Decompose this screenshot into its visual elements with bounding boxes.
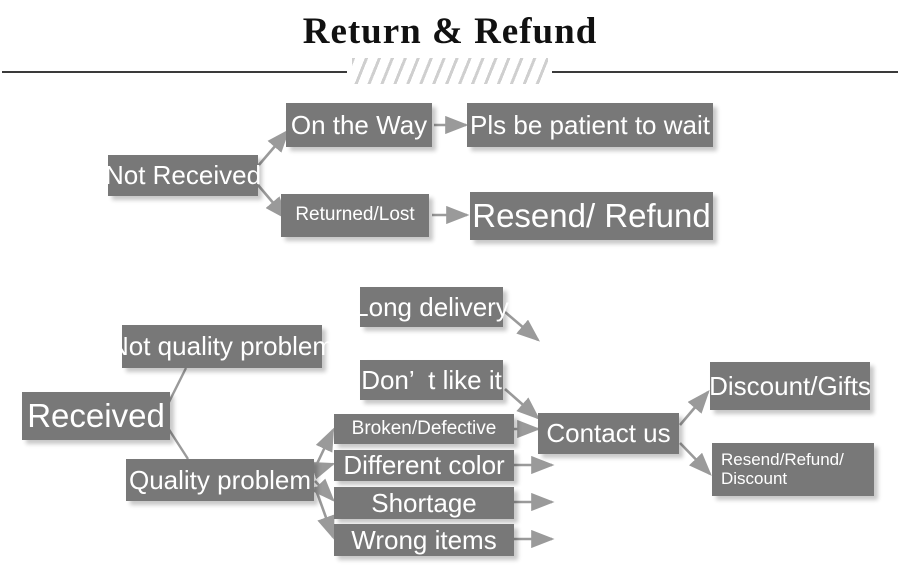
node-quality-problem[interactable]: Quality problem xyxy=(126,459,314,501)
edge-quality-broken-defective xyxy=(313,427,335,469)
node-wrong-items[interactable]: Wrong items xyxy=(334,524,514,556)
edge-not-received-on-the-way xyxy=(257,129,290,167)
edge-received-not-quality xyxy=(166,367,188,405)
edge-contact-us-discount-gifts xyxy=(679,390,710,426)
node-resend-refund-discount[interactable]: Resend/Refund/ Discount xyxy=(712,443,874,496)
node-long-delivery[interactable]: Long delivery xyxy=(354,287,509,327)
edge-contact-us-resend-refund-discount xyxy=(679,442,712,476)
divider-rule-left xyxy=(2,71,347,73)
node-dont-like-it[interactable]: Don’ t like it xyxy=(360,360,503,400)
node-on-the-way[interactable]: On the Way xyxy=(286,103,432,147)
node-not-received[interactable]: Not Received xyxy=(105,155,261,196)
node-received[interactable]: Received xyxy=(22,392,170,440)
edge-received-quality xyxy=(166,427,190,460)
node-discount-gifts[interactable]: Discount/Gifts xyxy=(709,362,871,410)
edge-quality-different-color xyxy=(310,461,336,480)
node-different-color[interactable]: Different color xyxy=(334,450,514,481)
node-contact-us[interactable]: Contact us xyxy=(538,413,679,454)
node-resend-refund[interactable]: Resend/ Refund xyxy=(470,192,713,240)
node-broken-defective[interactable]: Broken/Defective xyxy=(334,414,514,444)
page-title: Return & Refund xyxy=(302,11,598,52)
diagonal-hatch-divider-icon xyxy=(352,58,548,84)
node-pls-be-patient-to-wait[interactable]: Pls be patient to wait xyxy=(467,103,713,147)
edge-quality-wrong-items xyxy=(313,486,335,540)
divider-rule-right xyxy=(552,71,898,73)
node-returned-lost[interactable]: Returned/Lost xyxy=(281,194,429,237)
edge-quality-shortage xyxy=(312,478,335,502)
edge-dont-like-it-contact-us xyxy=(504,388,540,420)
node-shortage[interactable]: Shortage xyxy=(334,487,514,519)
node-not-quality-problem[interactable]: Not quality problem xyxy=(110,325,334,368)
edge-long-delivery-contact-us xyxy=(504,311,540,342)
